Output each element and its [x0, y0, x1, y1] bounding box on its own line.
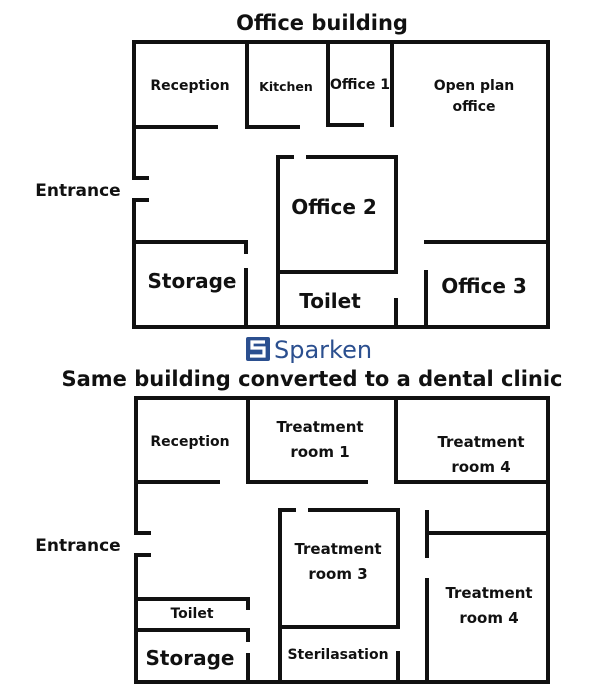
bottom-entrance-label: Entrance [35, 536, 120, 556]
bottom-reception-label: Reception [150, 434, 229, 450]
bottom-plan-walls [134, 396, 550, 684]
top-plan-walls [132, 40, 550, 329]
top-kitchen-label: Kitchen [259, 79, 313, 94]
bottom-treatment3-label-line1: Treatment [294, 540, 381, 558]
top-office3-label: Office 3 [441, 274, 527, 298]
sparken-logo-text: Sparken [274, 336, 372, 364]
top-open-plan-label-line2: office [452, 99, 495, 115]
bottom-storage-label: Storage [146, 646, 235, 670]
bottom-treatment1-label-line2: room 1 [290, 443, 349, 461]
bottom-treatment4b-label-line1: Treatment [445, 584, 532, 602]
top-storage-label: Storage [148, 269, 237, 293]
bottom-treatment4b-label-line2: room 4 [459, 609, 518, 627]
top-office1-label: Office 1 [330, 77, 390, 93]
top-office2-label: Office 2 [291, 195, 377, 219]
bottom-sterilisation-label: Sterilasation [287, 647, 388, 663]
bottom-plan-title: Same building converted to a dental clin… [61, 367, 562, 391]
bottom-treatment1-label-line1: Treatment [276, 418, 363, 436]
top-entrance-label: Entrance [35, 181, 120, 201]
top-plan-title: Office building [236, 11, 408, 35]
top-toilet-label: Toilet [299, 289, 361, 313]
top-reception-label: Reception [150, 78, 229, 94]
bottom-treatment4a-label-line2: room 4 [451, 458, 510, 476]
bottom-toilet-label: Toilet [170, 606, 213, 622]
sparken-logo: Sparken [246, 336, 372, 364]
bottom-treatment4a-label-line1: Treatment [437, 433, 524, 451]
bottom-treatment3-label-line2: room 3 [308, 565, 367, 583]
top-open-plan-label-line1: Open plan [434, 78, 515, 94]
